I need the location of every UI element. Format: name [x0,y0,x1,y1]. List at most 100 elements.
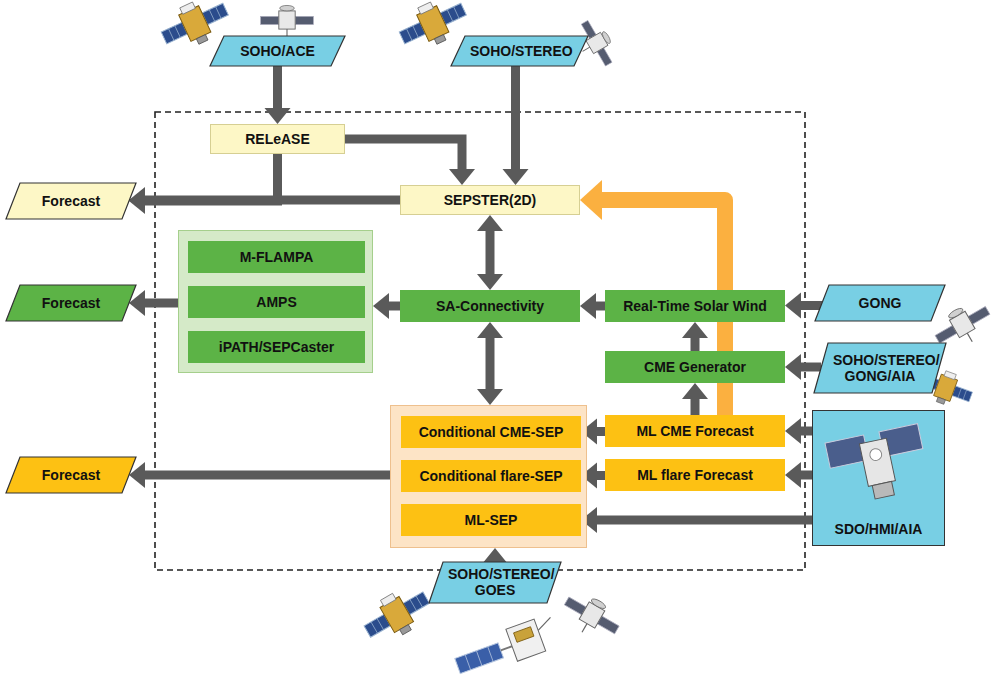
parallelogram-shape [6,183,136,219]
data-flow-arrow [477,215,503,290]
group-panel: Conditional CME-SEP Conditional flare-SEP… [390,405,587,548]
box-label: Conditional flare-SEP [419,468,562,484]
data-flow-arrow [785,418,812,444]
box-label: AMPS [256,294,296,310]
connector-line [145,471,390,480]
connector-line [145,299,178,308]
box-label: SA-Connectivity [436,298,544,314]
connector-line [145,154,278,201]
process-box: ML flare Forecast [605,459,785,491]
arrow-head [503,169,529,185]
box-label: SOHO/STEREO/ GOES [448,566,542,598]
connector-line [691,338,700,351]
connector-line [511,66,520,169]
connector-line [801,471,812,480]
data-flow-arrow [785,354,821,380]
connector-line [801,363,821,372]
satellite-icon [451,614,560,682]
data-flow-arrow [345,139,475,185]
parallelogram-shape [6,285,136,321]
parallelogram-shape [6,457,136,493]
parallelogram-box: SOHO/STEREO [451,36,588,66]
data-flow-arrow [477,322,503,405]
data-flow-arrow [785,293,822,319]
box-label: GONG [859,295,902,311]
parallelogram-shape [429,562,561,603]
arrow-head [477,389,503,405]
box-label: RELeASE [245,131,310,147]
connector-line [486,231,495,274]
data-flow-arrow [682,322,708,351]
arrow-head [785,462,801,488]
process-box: SA-Connectivity [400,290,580,322]
data-flow-arrow [581,507,812,533]
connector-line [273,66,282,108]
arrow-head [682,383,708,399]
process-box: AMPS [188,286,365,318]
parallelogram-shape [451,36,588,66]
parallelogram-box: GONG [815,285,945,321]
arrow-head [477,274,503,290]
system-boundary [155,112,805,570]
data-flow-arrow [503,66,529,185]
box-label: Real-Time Solar Wind [623,298,767,314]
parallelogram-shape [814,343,946,393]
box-label: iPATH/SEPCaster [219,339,334,355]
box-label: M-FLAMPA [240,249,314,265]
process-box: M-FLAMPA [188,241,365,273]
arrow-head [785,293,801,319]
box-label: SOHO/STEREO [470,43,569,59]
connector-line [597,471,605,480]
satellite-icon [261,5,314,38]
data-flow-arrow [580,293,605,319]
arrow-head [785,354,801,380]
arrow-head [265,108,291,124]
data-flow-arrow [129,462,390,488]
process-box: CME Generator [605,351,785,383]
connector-line [345,139,462,169]
process-box: iPATH/SEPCaster [188,331,365,363]
box-label: SDO/HMI/AIA [835,521,923,537]
arrow-head [580,293,596,319]
parallelogram-box: SOHO/STEREO/ GONG/AIA [814,343,946,393]
data-flow-arrow [785,462,812,488]
data-flow-arrow [682,383,708,415]
arrow-head [373,293,389,319]
box-label: CME Generator [644,359,746,375]
box-label: Forecast [42,467,100,483]
box-label: SOHO/STEREO/ GONG/AIA [833,352,927,384]
box-label: Forecast [42,295,100,311]
arrow-head [682,322,708,338]
arrow-head [477,322,503,338]
connector-line [691,399,700,415]
box-label: ML-SEP [465,512,518,528]
data-flow-arrow [265,66,291,124]
parallelogram-shape [815,285,945,321]
box-label: ML CME Forecast [636,423,753,439]
process-box: Real-Time Solar Wind [605,290,785,322]
parallelogram-box: Forecast [6,457,136,493]
process-box: Conditional CME-SEP [401,416,581,448]
data-flow-arrow [129,290,178,316]
box-label: SOHO/ACE [240,43,315,59]
connector-line [486,338,495,389]
connector-line [596,302,605,311]
arrow-head [785,418,801,444]
parallelogram-box: Forecast [6,285,136,321]
data-flow-arrow [373,293,400,319]
data-flow-arrow [129,154,278,214]
satellite-icon [557,587,625,647]
group-panel: M-FLAMPA AMPS iPATH/SEPCaster [178,230,373,373]
process-box: Conditional flare-SEP [401,460,581,492]
parallelogram-box: SOHO/ACE [210,36,345,66]
process-box: ML CME Forecast [605,415,785,447]
connector-line [597,427,605,436]
box-label: ML flare Forecast [637,467,753,483]
arrow-head [449,169,475,185]
connector-line [801,427,812,436]
box-label: Conditional CME-SEP [419,424,564,440]
connector-line [389,302,400,311]
connector-line [801,301,822,310]
parallelogram-box: SOHO/STEREO/ GOES [429,562,561,603]
